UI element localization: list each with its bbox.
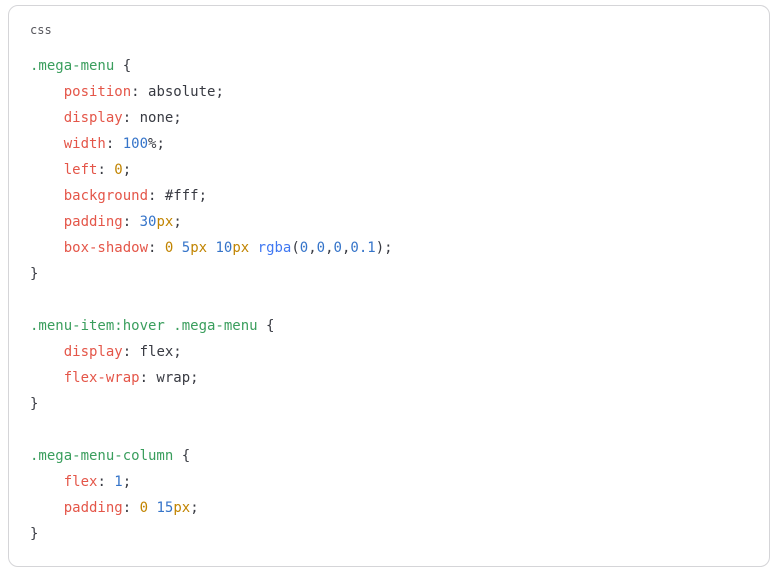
code-token-def: ( xyxy=(291,240,300,256)
code-token-def: { xyxy=(173,448,191,464)
code-line: flex: 1; xyxy=(30,469,748,495)
code-token-num: 100 xyxy=(122,136,149,152)
code-line: .mega-menu-column { xyxy=(30,443,748,469)
code-token-def: , xyxy=(341,240,351,256)
code-token-sel: .mega-menu-column xyxy=(30,448,174,464)
code-token-num: 5 xyxy=(181,240,191,256)
code-token-def xyxy=(30,474,64,490)
code-token-num: 1 xyxy=(114,474,123,490)
code-line: box-shadow: 0 5px 10px rgba(0,0,0,0.1); xyxy=(30,235,748,261)
code-token-def: : absolute; xyxy=(131,84,224,100)
code-line: flex-wrap: wrap; xyxy=(30,365,748,391)
code-line: background: #fff; xyxy=(30,183,748,209)
code-line: display: flex; xyxy=(30,339,748,365)
code-token-def: ; xyxy=(122,474,132,490)
code-token-def: : none; xyxy=(122,110,182,126)
code-token-def xyxy=(30,240,64,256)
code-token-def xyxy=(30,500,64,516)
code-line: padding: 0 15px; xyxy=(30,495,748,521)
code-token-num: 15 xyxy=(156,500,174,516)
code-token-def xyxy=(30,136,64,152)
code-token-num: 10 xyxy=(215,240,233,256)
code-token-unit: px xyxy=(232,240,250,256)
code-token-num: 0 xyxy=(333,240,342,256)
code-token-def: , xyxy=(325,240,334,256)
code-token-sel: .mega-menu xyxy=(30,58,115,74)
code-token-unit: px xyxy=(173,500,191,516)
code-token-zero: 0 xyxy=(114,162,123,178)
code-token-unit: px xyxy=(190,240,208,256)
code-token-def: : xyxy=(97,474,115,490)
code-token-prop: padding xyxy=(63,214,123,230)
code-line: .menu-item:hover .mega-menu { xyxy=(30,313,748,339)
code-token-def xyxy=(249,240,257,256)
code-token-def: : xyxy=(97,162,115,178)
code-line: left: 0; xyxy=(30,157,748,183)
code-token-def: : wrap; xyxy=(139,370,199,386)
code-line: position: absolute; xyxy=(30,79,748,105)
code-line: display: none; xyxy=(30,105,748,131)
code-token-prop: flex xyxy=(63,474,98,490)
code-block-card: css .mega-menu { position: absolute; dis… xyxy=(8,5,770,567)
code-token-num: 0 xyxy=(316,240,326,256)
code-token-prop: flex-wrap xyxy=(63,370,140,386)
code-token-prop: box-shadow xyxy=(63,240,149,256)
code-token-fn: rgba xyxy=(257,240,292,256)
code-token-def: %; xyxy=(148,136,165,152)
code-line xyxy=(30,287,748,313)
code-line: width: 100%; xyxy=(30,131,748,157)
code-token-def xyxy=(30,370,64,386)
code-token-def: { xyxy=(257,318,275,334)
code-token-def xyxy=(30,110,64,126)
code-token-prop: display xyxy=(63,110,123,126)
code-language-label: css xyxy=(30,23,52,37)
code-token-def xyxy=(30,344,64,360)
code-token-num: 0.1 xyxy=(350,240,376,256)
code-token-def: } xyxy=(30,266,39,282)
code-line: padding: 30px; xyxy=(30,209,748,235)
code-token-def xyxy=(30,214,64,230)
code-token-def: ; xyxy=(173,214,182,230)
code-token-prop: width xyxy=(63,136,106,152)
code-token-def: ; xyxy=(190,500,199,516)
code-token-prop: background xyxy=(63,188,149,204)
code-token-def: ); xyxy=(375,240,393,256)
code-token-def xyxy=(30,188,64,204)
code-token-def: : xyxy=(122,214,140,230)
code-token-zero: 0 xyxy=(164,240,174,256)
code-token-def: : flex; xyxy=(122,344,182,360)
code-token-num: 0 xyxy=(299,240,309,256)
code-line: } xyxy=(30,521,748,547)
code-token-prop: left xyxy=(63,162,98,178)
code-token-unit: px xyxy=(156,214,174,230)
code-token-def: : xyxy=(105,136,123,152)
code-token-def: { xyxy=(114,58,132,74)
code-token-def xyxy=(30,84,64,100)
code-token-def xyxy=(30,162,64,178)
code-line: } xyxy=(30,261,748,287)
code-token-def: } xyxy=(30,396,39,412)
code-token-def: } xyxy=(30,526,39,542)
code-line xyxy=(30,417,748,443)
code-token-num: 30 xyxy=(139,214,157,230)
code-token-prop: padding xyxy=(63,500,123,516)
code-token-def: : xyxy=(122,500,140,516)
code-token-def xyxy=(173,240,181,256)
code-token-prop: position xyxy=(63,84,132,100)
code-token-def: : #fff; xyxy=(148,188,208,204)
code-token-def: ; xyxy=(122,162,132,178)
code-line: .mega-menu { xyxy=(30,53,748,79)
code-token-sel: .menu-item:hover .mega-menu xyxy=(30,318,258,334)
code-content: .mega-menu { position: absolute; display… xyxy=(30,53,748,547)
code-line: } xyxy=(30,391,748,417)
code-token-zero: 0 xyxy=(139,500,149,516)
code-token-def: , xyxy=(308,240,317,256)
code-token-def: : xyxy=(148,240,165,256)
code-token-prop: display xyxy=(63,344,123,360)
